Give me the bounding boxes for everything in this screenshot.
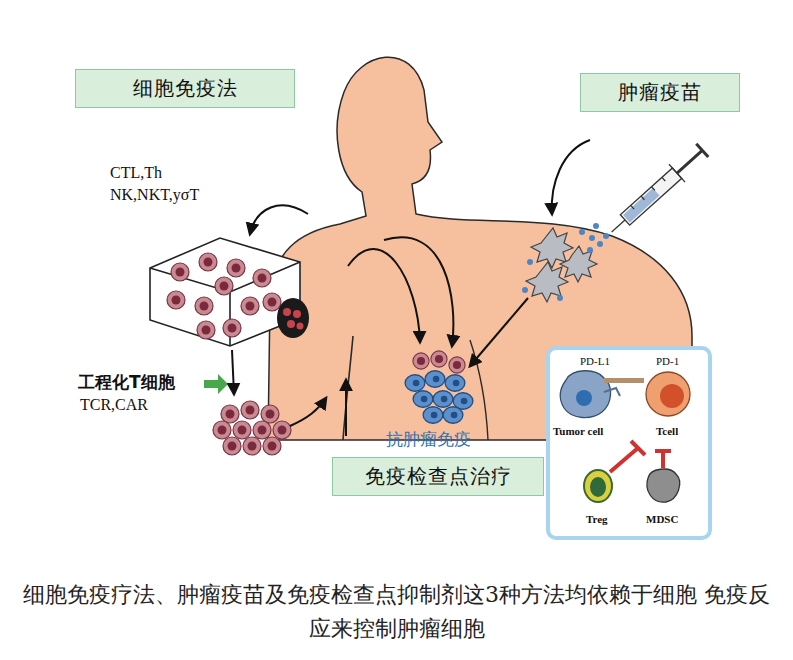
method-title: 肿瘤疫苗 — [618, 79, 702, 106]
green-arrow — [204, 374, 228, 394]
figure-caption: 细胞免疫疗法、肿瘤疫苗及免疫检查点抑制剂这3种方法均依赖于细胞 免疫反应来控制肿… — [16, 578, 777, 646]
cell-label: Treg — [586, 513, 608, 525]
syringe — [604, 141, 711, 240]
pd-binding — [604, 378, 644, 383]
arm-line — [343, 336, 353, 440]
molecule-label: PD-L1 — [580, 355, 610, 367]
inhibition-lines — [610, 441, 671, 472]
method-title: 细胞免疫法 — [133, 75, 238, 102]
receptor-types: TCR,CAR — [80, 396, 148, 414]
dendritic-cells — [526, 228, 597, 302]
treg-cell — [584, 470, 612, 502]
flow-arrows — [232, 140, 590, 436]
engineered-cells — [213, 401, 291, 455]
antigen-particles — [522, 223, 609, 301]
cell-label: Tumor cell — [553, 425, 603, 437]
cell-label: Tcell — [656, 425, 678, 437]
cell-types: NK,NKT,yσT — [110, 186, 199, 204]
immunity-label: 抗肿瘤免疫 — [386, 428, 471, 451]
method-box: 免疫检查点治疗 — [332, 457, 544, 496]
tumor-cell — [560, 371, 610, 418]
method-box: 肿瘤疫苗 — [580, 73, 740, 112]
apheresis-tube — [277, 298, 309, 338]
cultured-cells — [167, 253, 281, 339]
t-cell — [646, 372, 690, 416]
method-box: 细胞免疫法 — [75, 69, 295, 108]
molecule-label: PD-1 — [656, 355, 679, 367]
mdsc-cell — [647, 469, 680, 502]
tumor-cluster — [405, 351, 473, 423]
cell-label: MDSC — [646, 513, 678, 525]
checkpoint-inset — [548, 348, 710, 538]
engineered-label: 工程化T细胞 — [78, 371, 175, 394]
method-title: 免疫检查点治疗 — [365, 463, 512, 490]
human-body — [268, 57, 692, 440]
cell-types: CTL,Th — [110, 164, 162, 182]
culture-box — [150, 238, 300, 346]
